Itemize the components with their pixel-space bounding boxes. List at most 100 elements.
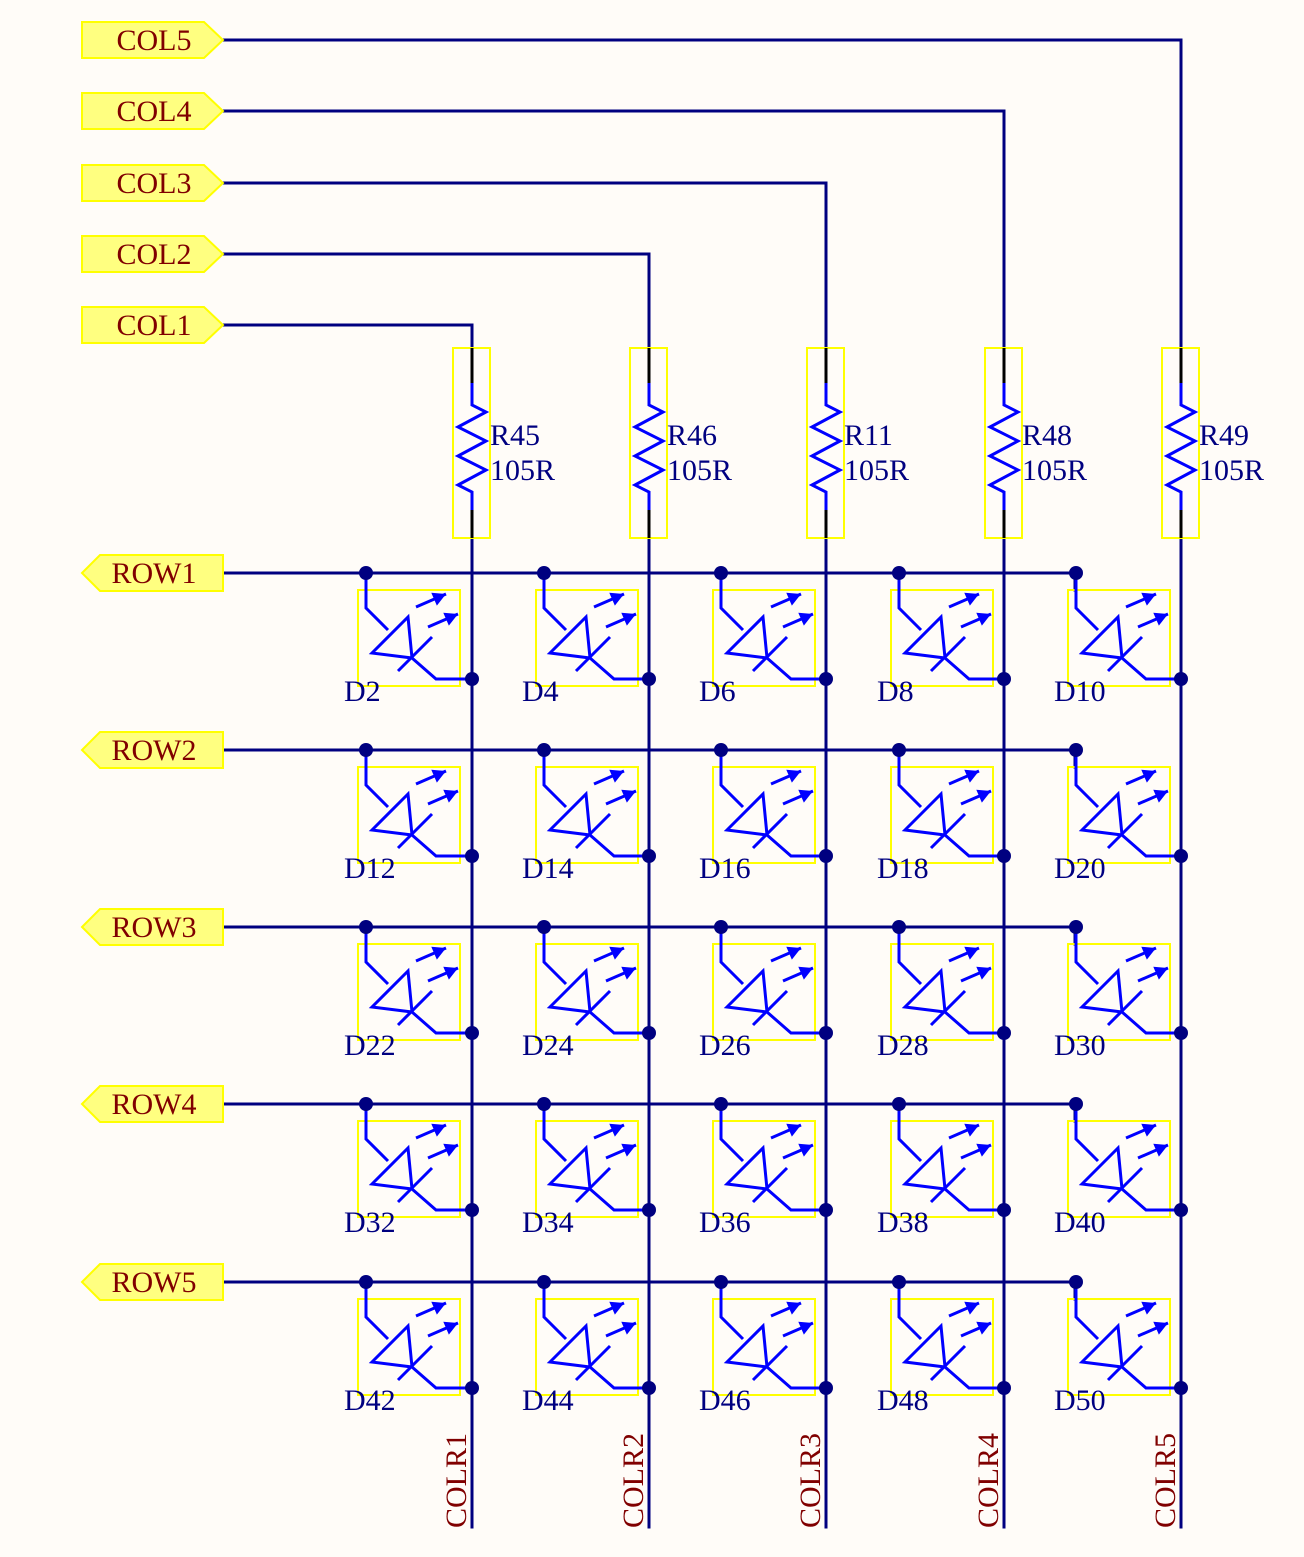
- led-arrow-head-1-d34: [609, 1123, 624, 1137]
- led-arrow-head-2-d12: [443, 789, 458, 803]
- resistor-designator-4: R48: [1022, 419, 1072, 452]
- led-symbol-d28: [897, 927, 1004, 1035]
- col-port-label-3: COL3: [117, 167, 192, 200]
- row-junction-d40: [1069, 1097, 1083, 1111]
- led-designator-d12: D12: [344, 852, 396, 885]
- led-symbol-d44: [542, 1282, 649, 1390]
- led-box-d4: [535, 589, 639, 687]
- resistor-value-4: 105R: [1022, 454, 1087, 487]
- led-cathode-bar-d26: [751, 989, 789, 1027]
- led-triangle-d28: [901, 967, 947, 1014]
- led-triangle-d6: [723, 613, 769, 660]
- col-junction-d32: [465, 1203, 479, 1217]
- led-triangle-d22: [368, 967, 414, 1014]
- row-junction-d8: [892, 566, 906, 580]
- col-junction-d46: [819, 1381, 833, 1395]
- led-arrow-head-1-d4: [609, 592, 624, 606]
- col-junction-d42: [465, 1381, 479, 1395]
- led-arrow-head-1-d8: [964, 592, 979, 606]
- led-arrow-head-1-d42: [431, 1301, 446, 1315]
- led-cathode-lead-d18: [944, 833, 1004, 858]
- led-cathode-bar-d28: [929, 989, 967, 1027]
- col-junction-d34: [642, 1203, 656, 1217]
- led-symbol-d12: [364, 750, 472, 858]
- led-triangle-d30: [1078, 967, 1124, 1014]
- led-cathode-lead-d8: [944, 656, 1004, 681]
- led-cathode-lead-d30: [1121, 1010, 1181, 1035]
- led-cathode-bar-d12: [396, 812, 434, 850]
- col-junction-d36: [819, 1203, 833, 1217]
- led-box-d44: [535, 1298, 639, 1396]
- led-arrow-head-2-d48: [976, 1321, 991, 1335]
- led-box-d28: [890, 943, 994, 1041]
- led-box-d18: [890, 766, 994, 864]
- led-triangle-d12: [368, 790, 414, 837]
- led-box-d14: [535, 766, 639, 864]
- led-box-d26: [712, 943, 816, 1041]
- led-arrow-head-2-d30: [1153, 966, 1168, 980]
- resistor-designator-3: R11: [844, 419, 893, 452]
- led-cathode-lead-d6: [766, 656, 826, 681]
- col-port-4: [81, 92, 225, 130]
- led-arrow-head-2-d18: [976, 789, 991, 803]
- led-designator-d4: D4: [522, 675, 559, 708]
- led-triangle-d16: [723, 790, 769, 837]
- led-cathode-lead-d14: [589, 833, 649, 858]
- row-junction-d14: [537, 743, 551, 757]
- resistor-zigzag-r11: [808, 383, 844, 510]
- led-designator-d28: D28: [877, 1029, 929, 1062]
- led-box-d6: [712, 589, 816, 687]
- led-arrow-head-2-d42: [443, 1321, 458, 1335]
- resistor-value-2: 105R: [667, 454, 732, 487]
- led-symbol-d18: [897, 750, 1004, 858]
- row-port-5: [80, 1263, 224, 1301]
- col-junction-d24: [642, 1026, 656, 1040]
- led-symbol-d16: [719, 750, 826, 858]
- led-cathode-lead-d4: [589, 656, 649, 681]
- led-box-d38: [890, 1120, 994, 1218]
- led-triangle-d40: [1078, 1144, 1124, 1191]
- led-arrow-head-2-d34: [621, 1143, 636, 1157]
- led-designator-d22: D22: [344, 1029, 396, 1062]
- led-designator-d2: D2: [344, 675, 381, 708]
- led-symbol-d24: [542, 927, 649, 1035]
- led-anode-lead-d48: [897, 1282, 923, 1341]
- led-box-d50: [1067, 1298, 1171, 1396]
- led-triangle-d4: [546, 613, 592, 660]
- row-junction-d20: [1069, 743, 1083, 757]
- led-arrow-head-1-d16: [786, 769, 801, 783]
- led-designator-d48: D48: [877, 1384, 929, 1417]
- led-triangle-d36: [723, 1144, 769, 1191]
- row-junction-d28: [892, 920, 906, 934]
- led-arrow-head-2-d10: [1153, 612, 1168, 626]
- led-cathode-lead-d24: [589, 1010, 649, 1035]
- led-cathode-lead-d22: [411, 1010, 472, 1035]
- led-designator-d36: D36: [699, 1206, 751, 1239]
- led-symbol-d14: [542, 750, 649, 858]
- row-junction-d44: [537, 1275, 551, 1289]
- led-arrow-head-2-d46: [798, 1321, 813, 1335]
- row-junction-d10: [1069, 566, 1083, 580]
- row-port-label-3: ROW3: [112, 911, 197, 944]
- led-arrow-head-2-d44: [621, 1321, 636, 1335]
- led-designator-d42: D42: [344, 1384, 396, 1417]
- led-box-d20: [1067, 766, 1171, 864]
- led-arrow-head-2-d22: [443, 966, 458, 980]
- led-triangle-d38: [901, 1144, 947, 1191]
- led-anode-lead-d26: [719, 927, 745, 986]
- row-junction-d4: [537, 566, 551, 580]
- row-port-label-5: ROW5: [112, 1266, 197, 1299]
- led-cathode-bar-d50: [1106, 1344, 1144, 1382]
- row-junction-d16: [714, 743, 728, 757]
- led-arrow-head-2-d20: [1153, 789, 1168, 803]
- led-symbol-d26: [719, 927, 826, 1035]
- led-anode-lead-d4: [542, 573, 568, 632]
- led-triangle-d8: [901, 613, 947, 660]
- led-box-d10: [1067, 589, 1171, 687]
- row-junction-d26: [714, 920, 728, 934]
- symbol-layer: [80, 21, 1200, 1396]
- led-arrow-head-1-d44: [609, 1301, 624, 1315]
- row-port-3: [80, 908, 224, 946]
- led-symbol-d32: [364, 1104, 472, 1212]
